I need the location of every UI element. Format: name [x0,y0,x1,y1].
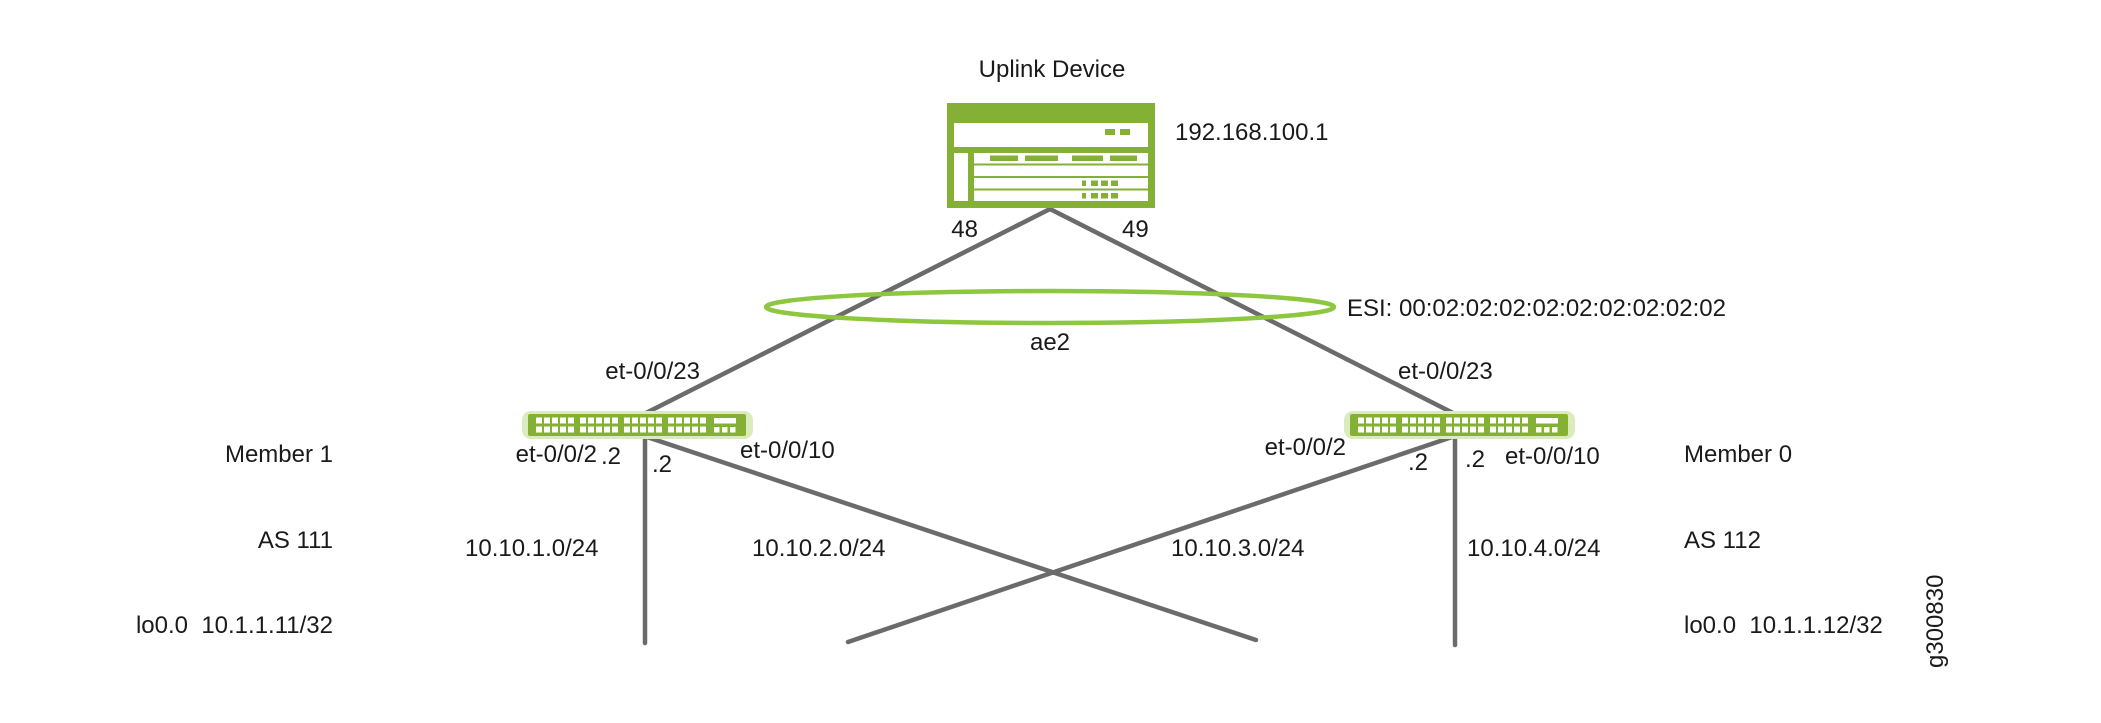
uplink-port49-label: 49 [1122,216,1149,243]
member1-switch-icon [522,411,753,439]
subnet-label-1: 10.10.1.0/24 [465,535,599,562]
link-subnet-10-10-2 [641,433,1259,643]
member1-addr-b-label: .2 [652,451,673,478]
esi-label: ESI: 00:02:02:02:02:02:02:02:02:02 [1347,295,1726,322]
member0-port-et-0-0-2-label: et-0/0/2 [1264,434,1346,461]
member0-info-block: Member 0 AS 112 lo0.0 10.1.1.12/32 [1684,384,1883,698]
uplink-device-title: Uplink Device [978,56,1126,83]
member1-info-block: Member 1 AS 111 lo0.0 10.1.1.11/32 [113,384,333,698]
member0-loopback: lo0.0 10.1.1.12/32 [1684,612,1883,639]
lag-ae2-ellipse [763,288,1337,326]
member1-loopback: lo0.0 10.1.1.11/32 [135,612,333,639]
uplink-port48-label: 48 [951,216,978,243]
member1-addr-a-label: .2 [601,443,622,470]
link-subnet-10-10-3 [845,433,1458,645]
member1-port-et-0-0-10-label: et-0/0/10 [740,437,835,464]
member1-uplink-port-label: et-0/0/23 [605,358,700,385]
member0-addr-b-label: .2 [1465,446,1486,473]
member1-name: Member 1 [224,441,333,468]
link-uplink-port49 [1047,206,1458,417]
uplink-ip-label: 192.168.100.1 [1175,119,1329,146]
figure-id-label: g300830 [1922,574,1949,668]
member1-port-et-0-0-2-label: et-0/0/2 [515,441,597,468]
member0-switch-icon [1344,411,1575,439]
member0-port-et-0-0-10-label: et-0/0/10 [1505,443,1600,470]
link-uplink-port48 [641,206,1053,417]
member0-asn: AS 112 [1684,526,1761,554]
uplink-device-icon [947,103,1155,208]
subnet-label-2: 10.10.2.0/24 [752,535,886,562]
member0-uplink-port-label: et-0/0/23 [1398,358,1493,385]
subnet-label-4: 10.10.4.0/24 [1467,535,1601,562]
lag-ae2-label: ae2 [1029,329,1071,356]
subnet-label-3: 10.10.3.0/24 [1171,535,1305,562]
member0-addr-a-label: .2 [1408,449,1429,476]
member0-name: Member 0 [1684,441,1793,468]
member1-asn: AS 111 [257,526,333,554]
